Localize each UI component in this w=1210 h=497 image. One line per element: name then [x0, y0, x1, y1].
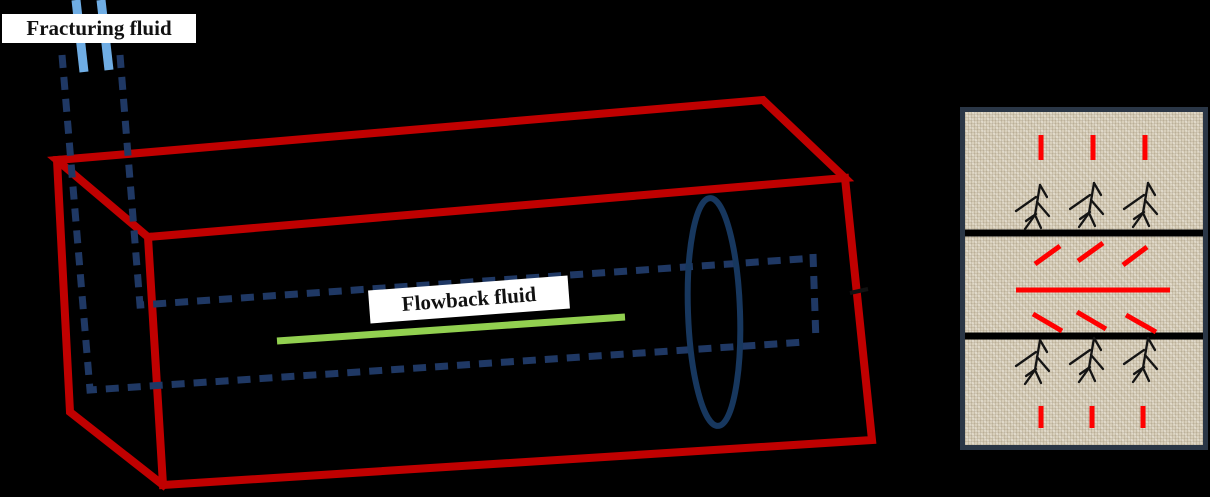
wellbore-dashed-path: [58, 54, 820, 394]
reservoir-scene: [47, 0, 877, 491]
flowback-arrow: [276, 313, 626, 345]
fracture-network-icon: [1122, 181, 1159, 229]
bottom-section-arrows: [1038, 406, 1146, 428]
fracture-network-icons-bottom: [1014, 336, 1159, 386]
diagonal-arrow: [1031, 311, 1064, 334]
diagonal-arrow: [1121, 245, 1149, 267]
fracture-highlight-ellipse: [684, 195, 744, 429]
fracture-network-icon: [1014, 183, 1051, 231]
wellbore-upper-line: [116, 54, 816, 309]
fracture-network-icon: [1014, 338, 1051, 386]
fracture-network-icon: [1068, 181, 1105, 229]
stress-inset-panel: [960, 107, 1208, 450]
flowback-arrow-layer: [276, 313, 626, 345]
edge-tick-mark: [849, 287, 869, 295]
box-front-face-edge: [143, 173, 877, 490]
fracture-network-icon: [1122, 336, 1159, 384]
reservoir-box-edges: [47, 95, 877, 491]
diagonal-arrow: [1075, 309, 1108, 332]
fracturing-fluid-label: Fracturing fluid: [2, 14, 196, 43]
fracture-network-icon: [1068, 336, 1105, 384]
box-left-face-edge: [52, 155, 169, 491]
middle-section-arrows: [1016, 240, 1170, 335]
diagonal-arrow: [1076, 240, 1105, 264]
stress-inset-scene: [965, 135, 1203, 428]
top-section-arrows: [1038, 135, 1148, 160]
fracture-network-icons-top: [1014, 181, 1159, 231]
panel-dividers: [965, 229, 1203, 340]
wellbore-end-cap: [809, 253, 820, 343]
diagonal-arrow: [1033, 243, 1062, 267]
wellbore-lower-line: [58, 54, 806, 394]
diagonal-arrow: [1124, 312, 1158, 335]
